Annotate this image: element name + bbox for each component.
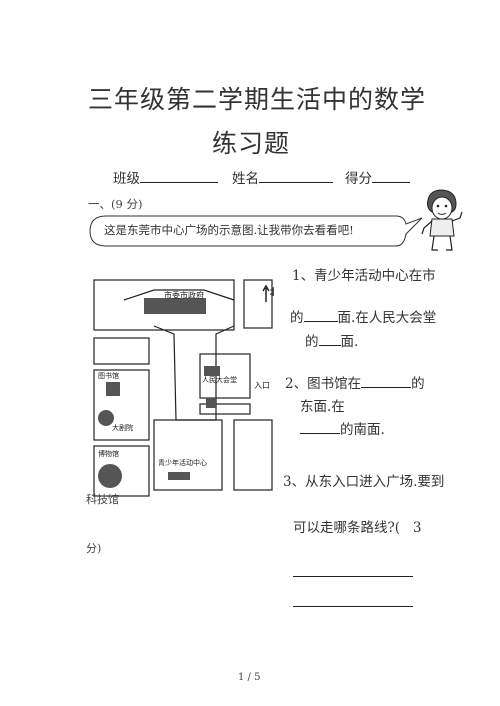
q1-part-d: 面.	[340, 334, 359, 350]
section-heading: 一、(9 分)	[88, 197, 143, 211]
map-label-government: 市委市政府	[164, 290, 204, 300]
north-arrow-icon	[262, 284, 270, 302]
map-label-hall: 人民大会堂	[202, 375, 237, 384]
q1-part-a: 的	[290, 310, 304, 326]
answer-line-1[interactable]	[293, 576, 413, 577]
cartoon-guide-icon	[421, 189, 463, 251]
square-map: 市委市政府 北 入口 入口 图书馆 人民大会堂 大剧院 青少年活动中心 博物馆	[93, 279, 274, 497]
q2-part-c: 的南面.	[340, 422, 385, 438]
name-label: 姓名	[232, 171, 259, 187]
speech-bubble-shape	[89, 215, 423, 247]
q1-blank-2[interactable]	[318, 332, 341, 346]
class-label: 班级	[113, 171, 140, 187]
q1-line3: 的 面.	[305, 330, 358, 350]
speech-bubble-text: 这是东莞市中心广场的示意图.让我带你去看看吧!	[104, 223, 354, 237]
q1-line1: 1、青少年活动中心在市	[292, 268, 436, 284]
map-label-theatre: 大剧院	[112, 423, 133, 432]
map-label-east-entrance: 入口	[254, 381, 270, 390]
answer-line-2[interactable]	[293, 606, 413, 607]
q2-blank-2[interactable]	[300, 420, 340, 434]
q3-line3: 分)	[86, 542, 102, 555]
score-blank[interactable]	[372, 169, 410, 183]
page-subtitle: 练习题	[212, 129, 291, 158]
q1-blank-1[interactable]	[303, 308, 338, 322]
map-label-north: 北	[270, 286, 274, 298]
name-blank[interactable]	[259, 169, 333, 183]
q3-line2: 可以走哪条路线?( 3	[293, 516, 421, 536]
map-label-museum: 博物馆	[98, 449, 119, 458]
name-field: 姓名	[232, 167, 333, 187]
score-field: 得分	[345, 167, 410, 187]
page-number: 1 / 5	[238, 672, 261, 683]
q1-part-b: 面.在人民大会堂	[337, 310, 437, 326]
map-label-science-museum: 科技馆	[86, 493, 119, 506]
map-label-youth-center: 青少年活动中心	[158, 458, 207, 467]
q2-line3: 的南面.	[300, 418, 385, 438]
class-blank[interactable]	[140, 169, 218, 183]
q2-line1: 2、图书馆在 的	[285, 372, 425, 392]
score-label: 得分	[345, 171, 372, 187]
q3-line1: 3、从东入口进入广场.要到	[283, 474, 445, 490]
class-field: 班级	[113, 167, 218, 187]
map-label-library: 图书馆	[98, 371, 119, 380]
q1-part-c: 的	[305, 334, 319, 350]
q2-part-a: 2、图书馆在	[285, 376, 362, 392]
q2-line2: 东面.在	[300, 399, 345, 415]
q2-blank-1[interactable]	[361, 374, 412, 388]
q1-line2: 的 面.在人民大会堂	[290, 306, 436, 326]
page-title: 三年级第二学期生活中的数学	[88, 85, 427, 114]
q3-line2-a: 可以走哪条路线?(	[293, 520, 401, 536]
q2-part-b: 的	[411, 376, 425, 392]
q3-line2-b: 3	[412, 520, 422, 536]
